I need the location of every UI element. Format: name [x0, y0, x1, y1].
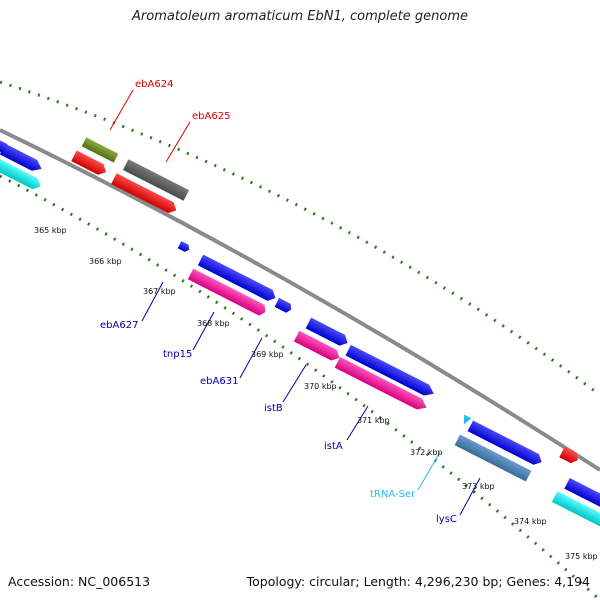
outer-tick-ring — [0, 80, 600, 397]
gene-gray-ebA625[interactable] — [122, 159, 190, 201]
gene-blue-right-edge[interactable] — [564, 477, 600, 514]
inner-tick-ring — [0, 174, 600, 600]
gene-magenta-tnp15[interactable] — [187, 268, 268, 318]
gene-olive-ebA624[interactable] — [81, 137, 119, 163]
kbp-label: 371 kbp — [357, 416, 390, 425]
kbp-label: 375 kbp — [565, 552, 598, 561]
gene-blue-ebA627[interactable] — [197, 254, 278, 304]
kbp-label: 366 kbp — [89, 257, 122, 266]
kbp-label: 368 kbp — [197, 319, 230, 328]
gene-blue-ebA631[interactable] — [305, 317, 351, 349]
kbp-label: 369 kbp — [251, 350, 284, 359]
gene-steelblue-lysC[interactable] — [454, 434, 532, 482]
gene-blue-tiny[interactable] — [177, 241, 191, 253]
gene-cyan-left[interactable] — [0, 152, 43, 192]
gene-red-right[interactable] — [559, 446, 580, 466]
genome-backbone — [0, 128, 600, 472]
map-title: Aromatoleum aromaticum EbN1, complete ge… — [132, 9, 468, 24]
gene-blue-istA[interactable] — [345, 344, 437, 399]
gene-label-ebA627: ebA627 — [100, 320, 138, 331]
gene-label-istA: istA — [324, 441, 343, 452]
gene-red-small[interactable] — [71, 150, 109, 177]
kbp-label: 374 kbp — [514, 517, 547, 526]
gene-label-ebA631: ebA631 — [200, 376, 238, 387]
gene-blue-small-left[interactable] — [0, 137, 8, 154]
kbp-label: 367 kbp — [143, 287, 176, 296]
gene-blue-left[interactable] — [0, 143, 44, 175]
gene-label-ebA624: ebA624 — [135, 79, 173, 90]
gene-blue-small-2[interactable] — [274, 297, 294, 314]
gene-magenta-istA[interactable] — [334, 356, 430, 413]
gene-label-tnp15: tnp15 — [163, 349, 192, 360]
gene-magenta-istB[interactable] — [293, 330, 342, 363]
kbp-label: 373 kbp — [462, 482, 495, 491]
kbp-label: 372 kbp — [410, 448, 443, 457]
kbp-label: 370 kbp — [304, 382, 337, 391]
accession-text: Accession: NC_006513 — [8, 574, 151, 589]
kbp-label: 365 kbp — [34, 226, 67, 235]
gene-label-ebA625: ebA625 — [192, 111, 230, 122]
gene-label-istB: istB — [264, 403, 283, 414]
label-leaders — [109, 89, 481, 516]
gene-cyan-right-edge[interactable] — [551, 491, 600, 533]
gene-red-long[interactable] — [111, 173, 179, 215]
gene-label-tRNA-Ser: tRNA-Ser — [370, 489, 416, 500]
topology-text: Topology: circular; Length: 4,296,230 bp… — [246, 574, 590, 589]
gene-label-lysC: lysC — [436, 514, 457, 525]
gene-lightblue-tRNA-Ser[interactable] — [460, 414, 472, 427]
gene-blue-lysC-upper[interactable] — [467, 420, 545, 467]
